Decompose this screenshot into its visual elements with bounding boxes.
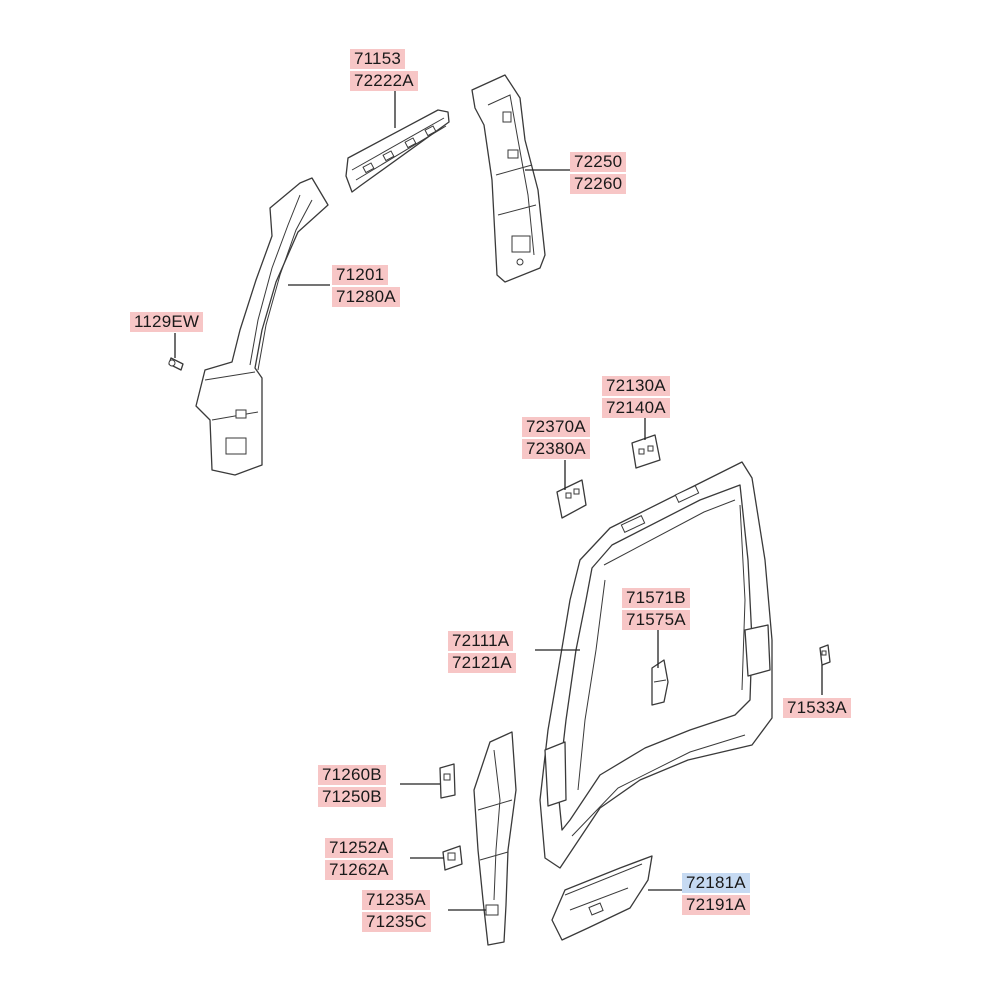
callout-center-pillar-2[interactable]: 72260: [570, 174, 627, 194]
roof-rail-part[interactable]: [345, 109, 450, 193]
callout-lower-pillar-1[interactable]: 71235A: [362, 890, 430, 910]
callout-lower-pillar-2[interactable]: 71235C: [362, 912, 431, 932]
callout-door-frame-bracket-2[interactable]: 71575A: [622, 610, 690, 630]
bracket-upper-left-part[interactable]: [556, 479, 587, 519]
callout-small-bracket-b-2[interactable]: 71262A: [325, 860, 393, 880]
callout-clip[interactable]: 71533A: [783, 698, 851, 718]
center-pillar-inner-part[interactable]: [471, 74, 546, 283]
door-frame-bracket-part[interactable]: [651, 659, 669, 706]
callout-small-bracket-b-1[interactable]: 71252A: [325, 838, 393, 858]
small-bracket-a-part[interactable]: [439, 763, 456, 799]
small-bracket-b-part[interactable]: [442, 845, 463, 871]
callout-sill-panel-2[interactable]: 72191A: [682, 895, 750, 915]
callout-center-pillar-1[interactable]: 72250: [570, 152, 627, 172]
callout-roof-rail-1[interactable]: 71153: [350, 49, 406, 69]
callout-bracket-upper-left-1[interactable]: 72370A: [522, 417, 590, 437]
callout-front-pillar-1[interactable]: 71201: [332, 265, 389, 285]
leader-lines: [288, 90, 823, 911]
lower-pillar-part[interactable]: [473, 731, 517, 946]
sill-panel-part[interactable]: [551, 855, 653, 941]
callout-roof-rail-2[interactable]: 72222A: [350, 71, 418, 91]
callout-small-bracket-a-2[interactable]: 71250B: [318, 787, 386, 807]
bolt-part[interactable]: [168, 333, 184, 371]
callout-small-bracket-a-1[interactable]: 71260B: [318, 765, 386, 785]
callout-bracket-upper-right-1[interactable]: 72130A: [602, 376, 670, 396]
callout-door-frame-bracket-1[interactable]: 71571B: [622, 588, 690, 608]
callout-sill-panel-1[interactable]: 72181A: [682, 873, 750, 893]
callout-bolt[interactable]: 1129EW: [130, 312, 204, 332]
callout-side-outer-2[interactable]: 72121A: [448, 653, 516, 673]
clip-part[interactable]: [819, 644, 831, 666]
callout-side-outer-1[interactable]: 72111A: [448, 631, 514, 651]
callout-front-pillar-2[interactable]: 71280A: [332, 287, 400, 307]
front-pillar-part[interactable]: [195, 177, 329, 476]
callout-bracket-upper-left-2[interactable]: 72380A: [522, 439, 590, 459]
bracket-upper-right-part[interactable]: [631, 434, 661, 469]
callout-bracket-upper-right-2[interactable]: 72140A: [602, 398, 670, 418]
